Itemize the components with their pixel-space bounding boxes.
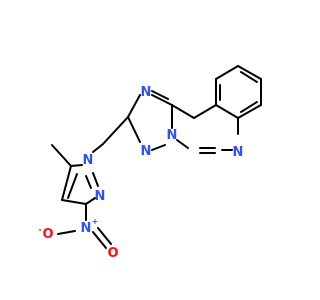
bond <box>240 101 258 113</box>
bond <box>127 94 141 118</box>
pyrimidine-ring <box>171 104 239 154</box>
molecule-diagram: N N N N N N N + O - O <box>38 65 262 261</box>
bond <box>237 104 262 119</box>
atom-n-nitro: N <box>81 221 92 236</box>
structure-svg: N N N N N N N + O - O <box>38 65 262 261</box>
atom-o-double: O <box>107 246 118 261</box>
nitro-bond <box>92 231 107 249</box>
atom-n-bridgehead: N <box>167 128 178 143</box>
atom-n-pyrazole-1: N <box>83 153 94 168</box>
bond <box>215 104 239 119</box>
bond <box>215 65 239 80</box>
bond <box>127 116 141 143</box>
bond <box>151 144 166 151</box>
atom-n-triazole-bottom: N <box>141 144 152 159</box>
bond <box>240 71 258 83</box>
bond <box>85 175 92 189</box>
bond <box>61 165 72 201</box>
methyl-bond <box>51 144 72 167</box>
charge-minus: - <box>38 225 41 234</box>
pyrazole-ring <box>61 164 99 205</box>
bond <box>67 173 78 199</box>
atom-n-triazole-top: N <box>141 85 152 100</box>
atom-n-quinazoline: N <box>233 145 244 160</box>
methylene-bond <box>92 143 104 153</box>
bond <box>176 139 189 149</box>
atom-n-pyrazole-2: N <box>95 189 106 204</box>
charge-plus: + <box>92 217 99 226</box>
bond <box>85 197 96 205</box>
bond <box>70 164 83 167</box>
bond <box>171 104 195 119</box>
bond <box>61 199 87 205</box>
bond <box>151 90 169 100</box>
bond <box>237 65 262 80</box>
atom-o-minus: O <box>42 227 53 242</box>
nitro-bond <box>57 230 76 235</box>
bond <box>92 172 99 187</box>
bond <box>193 104 217 119</box>
benzene-ring <box>215 65 262 119</box>
triazole-ring <box>127 90 173 151</box>
bond <box>151 94 173 106</box>
methylene-bond <box>102 116 129 145</box>
nitro-bond <box>97 227 112 245</box>
